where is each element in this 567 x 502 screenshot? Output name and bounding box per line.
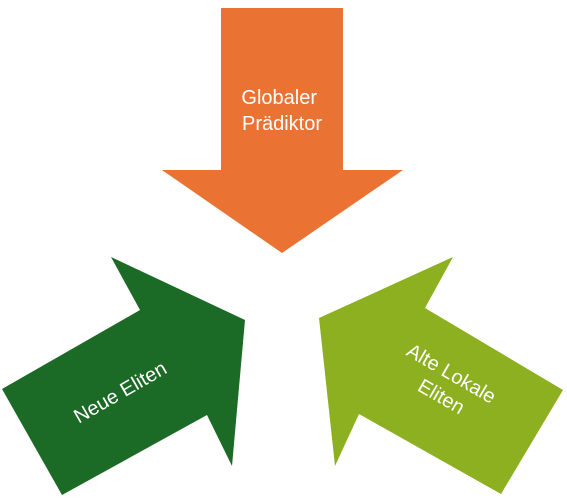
arrow-top-group: Globaler Prädiktor: [162, 8, 403, 253]
arrow-top-label-line-2: Prädiktor: [242, 113, 322, 135]
arrow-top-shape: [162, 8, 403, 253]
arrow-left-group: Neue Eliten: [2, 257, 245, 495]
arrow-top-label: Globaler Prädiktor: [241, 87, 322, 135]
arrow-left-shape: [2, 257, 245, 495]
arrow-top-label-line-1: Globaler: [241, 87, 317, 109]
arrow-right-group: Alte Lokale Eliten: [319, 257, 563, 494]
arrow-right-shape: [319, 257, 563, 494]
